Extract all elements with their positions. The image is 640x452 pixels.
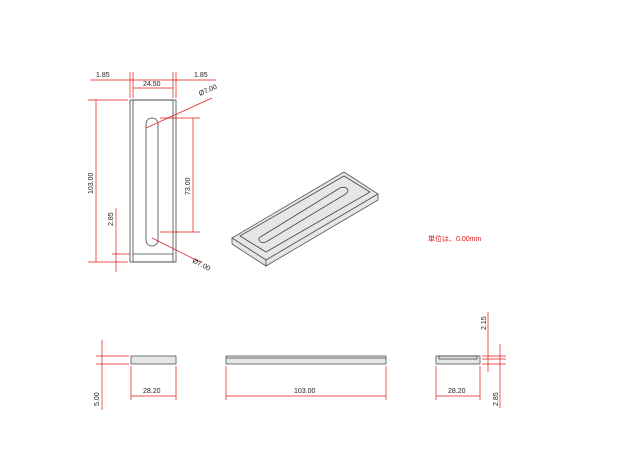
dim-total-length: 103.00	[88, 172, 95, 194]
leader-line	[145, 97, 213, 129]
iso-top-face	[231, 171, 379, 261]
isometric-view	[231, 171, 379, 267]
dim-bottom-edge: 2.85	[108, 212, 115, 226]
dim-side-height: 5.00	[94, 392, 101, 406]
leader-line	[151, 237, 201, 263]
dim-slot-length: 73.00	[185, 177, 192, 195]
dim-hole-bottom: Ø7.00	[191, 258, 211, 273]
top-view-outline	[129, 99, 177, 263]
dim-front-length: 103.00	[294, 388, 316, 395]
top-view-inner-outline	[132, 99, 174, 263]
iso-slot	[258, 186, 349, 244]
dim-end-bottom: 2.85	[493, 392, 500, 406]
top-view-slot	[145, 117, 159, 247]
top-view: 1.85 24.50 1.85 103.00 2.85 73.00 Ø7.00 …	[88, 72, 218, 273]
units-note: 単位は、0.00mm	[428, 234, 481, 243]
dim-end-slot-depth: 2.15	[481, 316, 488, 330]
side-view-outline	[130, 355, 177, 365]
iso-front-face	[265, 193, 379, 267]
front-view-outline	[225, 355, 387, 365]
end-view-outline	[435, 355, 481, 365]
dim-top-left: 1.85	[96, 72, 110, 79]
dim-end-width: 28.20	[448, 388, 466, 395]
side-view: 5.00 28.20	[94, 340, 177, 410]
dim-side-width: 28.20	[143, 388, 161, 395]
end-view-slot	[438, 355, 478, 360]
iso-inner-rim	[239, 175, 371, 253]
dim-hole-top: Ø7.00	[198, 84, 218, 98]
dim-top-right: 1.85	[194, 72, 208, 79]
dim-top-width: 24.50	[143, 81, 161, 88]
front-view: 103.00	[225, 355, 387, 400]
end-view: 2.15 2.85 28.20	[435, 312, 506, 408]
